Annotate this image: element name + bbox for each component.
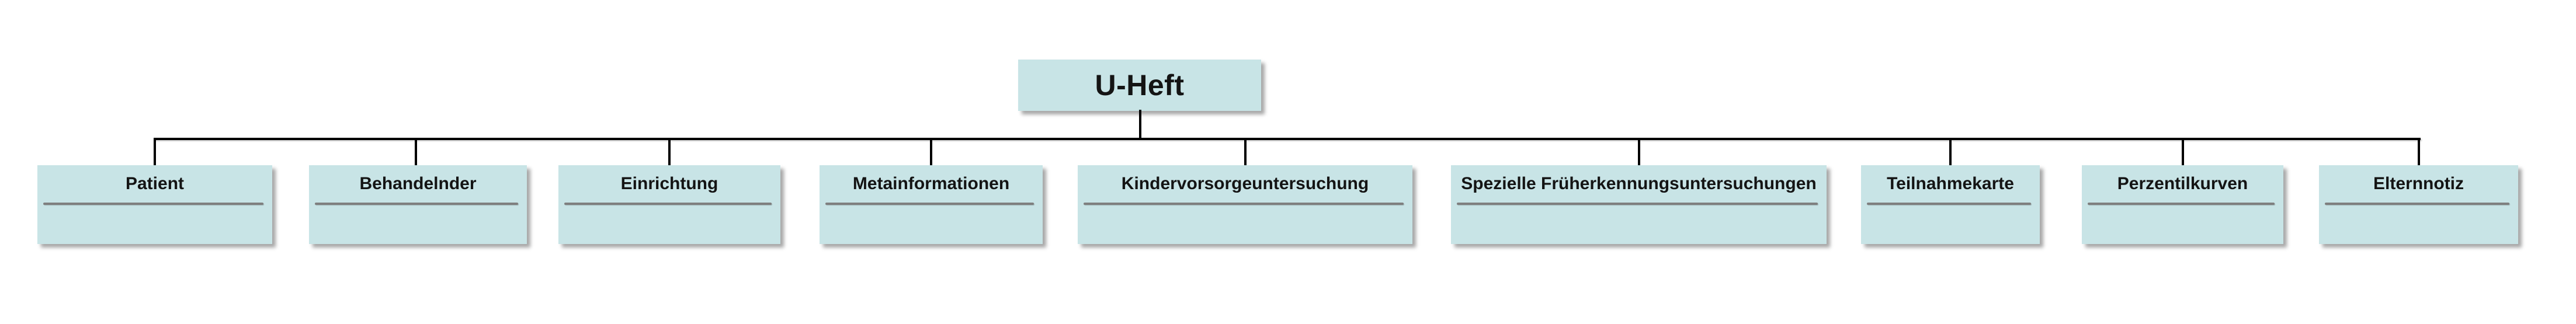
connector-drop-patient — [154, 139, 156, 166]
node-patient: Patient — [37, 165, 272, 244]
compartment-divider — [1867, 203, 2031, 205]
connector-drop-perzentilkurven — [2182, 139, 2184, 166]
connector-drop-elternnotiz — [2418, 139, 2420, 166]
connector-drop-metainformationen — [930, 139, 932, 166]
connector-drop-spezielle-frueherkennungsuntersuchungen — [1638, 139, 1640, 166]
root-node-label: U-Heft — [1095, 69, 1185, 102]
compartment-divider — [1457, 203, 1818, 205]
compartment-divider — [43, 203, 263, 205]
connector-drop-behandelnder — [415, 139, 417, 166]
node-label: Einrichtung — [620, 174, 718, 193]
node-teilnahmekarte: Teilnahmekarte — [1861, 165, 2040, 244]
attributes-compartment — [1078, 205, 1412, 244]
node-label: Kindervorsorgeuntersuchung — [1121, 174, 1369, 193]
compartment-divider — [825, 203, 1034, 205]
compartment-divider — [564, 203, 772, 205]
connector-stem — [1139, 110, 1141, 138]
node-label: Elternnotiz — [2373, 174, 2464, 193]
node-metainformationen: Metainformationen — [820, 165, 1043, 244]
attributes-compartment — [1451, 205, 1827, 244]
compartment-divider — [315, 203, 518, 205]
connector-drop-teilnahmekarte — [1949, 139, 1952, 166]
compartment-divider — [2325, 203, 2509, 205]
attributes-compartment — [2082, 205, 2283, 244]
node-label: Perzentilkurven — [2117, 174, 2248, 193]
node-kindervorsorgeuntersuchung: Kindervorsorgeuntersuchung — [1078, 165, 1412, 244]
node-spezielle-frueherkennungsuntersuchungen: Spezielle Früherkennungsuntersuchungen — [1451, 165, 1827, 244]
attributes-compartment — [558, 205, 780, 244]
node-einrichtung: Einrichtung — [558, 165, 780, 244]
compartment-divider — [1084, 203, 1404, 205]
connector-drop-kindervorsorgeuntersuchung — [1244, 139, 1247, 166]
attributes-compartment — [2319, 205, 2518, 244]
node-label: Patient — [125, 174, 185, 193]
connector-bus — [154, 138, 2421, 140]
compartment-divider — [2088, 203, 2275, 205]
node-label: Spezielle Früherkennungsuntersuchungen — [1461, 174, 1817, 193]
attributes-compartment — [1861, 205, 2040, 244]
node-elternnotiz: Elternnotiz — [2319, 165, 2518, 244]
attributes-compartment — [820, 205, 1043, 244]
attributes-compartment — [309, 205, 527, 244]
node-behandelnder: Behandelnder — [309, 165, 527, 244]
node-perzentilkurven: Perzentilkurven — [2082, 165, 2283, 244]
node-label: Behandelnder — [359, 174, 477, 193]
node-label: Metainformationen — [852, 174, 1010, 193]
node-label: Teilnahmekarte — [1887, 174, 2014, 193]
connector-drop-einrichtung — [668, 139, 671, 166]
node-u-heft: U-Heft — [1018, 60, 1261, 111]
attributes-compartment — [37, 205, 272, 244]
